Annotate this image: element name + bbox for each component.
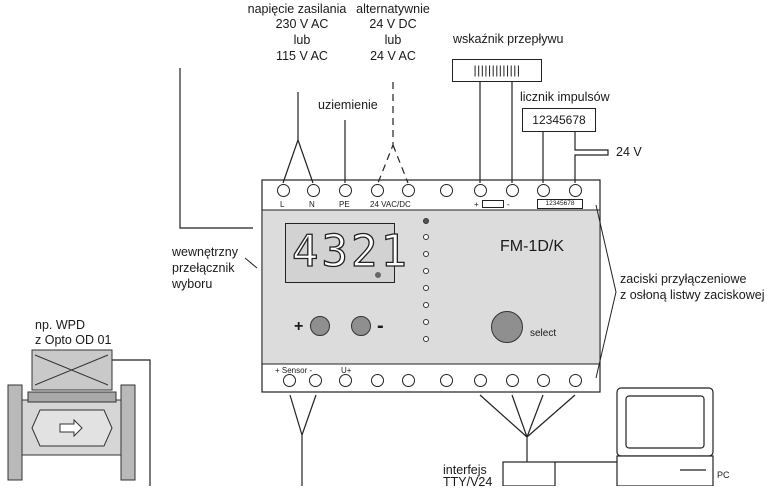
supply-label-2: 230 V AC <box>275 17 329 31</box>
sensor-terminal-label: + Sensor - <box>275 366 313 375</box>
terminal-sensor-minus <box>309 374 322 387</box>
alt-supply-wire <box>377 82 409 184</box>
alt-supply-label-4: 24 V AC <box>370 49 416 63</box>
indicator-plus-label: + <box>474 200 479 209</box>
minus-sign: - <box>377 315 384 337</box>
plus-button[interactable] <box>310 316 330 336</box>
select-button[interactable] <box>491 311 523 343</box>
terminal-sensor-plus <box>283 374 296 387</box>
select-label: select <box>530 328 557 339</box>
status-led-1 <box>423 218 429 224</box>
terminal-L-label: L <box>280 200 285 209</box>
terminal-PE <box>339 184 352 197</box>
model-label: FM-1D/K <box>500 238 564 255</box>
supply-label-1: napięcie zasilania <box>247 2 347 16</box>
supply-label-3: lub <box>293 33 311 47</box>
terminal-PE-label: PE <box>339 200 350 209</box>
terminal-N <box>307 184 320 197</box>
clamps-bracket <box>595 204 617 379</box>
terminal-acdc-label: 24 VAC/DC <box>370 200 411 209</box>
interface-label-1: interfejs <box>443 463 487 477</box>
status-led-7 <box>423 319 429 325</box>
clamps-label-2: z osłoną listwy zaciskowej <box>620 288 765 302</box>
clamps-label-1: zaciski przyłączeniowe <box>620 272 747 286</box>
terminal-indicator-minus <box>506 184 519 197</box>
flow-indicator-label: wskaźnik przepływu <box>453 32 564 46</box>
display-dot <box>375 272 381 278</box>
display-value: 4321 <box>291 225 410 277</box>
terminal-bottom-9 <box>537 374 550 387</box>
status-led-6 <box>423 302 429 308</box>
indicator-symbol-icon <box>482 200 504 208</box>
terminal-bottom-4 <box>371 374 384 387</box>
terminal-indicator-plus <box>474 184 487 197</box>
pc-case <box>616 455 714 486</box>
supply-wire <box>282 92 314 184</box>
sensor-label-1: np. WPD <box>35 318 86 332</box>
selector-label-1: wewnętrzny <box>172 245 238 259</box>
status-led-2 <box>423 234 429 240</box>
terminal-L <box>277 184 290 197</box>
alt-supply-label-2: 24 V DC <box>369 17 417 31</box>
alt-supply-label-1: alternatywnie <box>356 2 430 16</box>
terminal-u-plus <box>339 374 352 387</box>
terminal-counter-2 <box>569 184 582 197</box>
pc-label: PC <box>717 470 730 480</box>
plus-sign: + <box>294 318 304 335</box>
terminal-bottom-5 <box>402 374 415 387</box>
terminal-bottom-6 <box>440 374 453 387</box>
counter-mini-label: 12345678 <box>537 199 583 209</box>
indicator-minus-label: - <box>507 200 510 209</box>
interface-wire <box>479 394 576 462</box>
supply-label-4: 115 V AC <box>276 49 328 63</box>
u-plus-label: U+ <box>341 366 352 375</box>
minus-button[interactable] <box>351 316 371 336</box>
led-display: 4321 <box>285 223 408 283</box>
counter-voltage-label: 24 V <box>616 145 642 159</box>
terminal-N-label: N <box>309 200 315 209</box>
pulse-counter-label: licznik impulsów <box>520 90 610 104</box>
sensor-wire <box>289 394 317 486</box>
earth-label: uziemienie <box>318 98 378 112</box>
flow-meter-drawing <box>7 349 136 481</box>
selector-label-2: przełącznik <box>172 261 235 275</box>
pulse-counter-display: 12345678 <box>522 108 596 132</box>
terminal-24v-2 <box>402 184 415 197</box>
interface-label-2: TTY/V24 <box>443 475 493 489</box>
sensor-label-2: z Opto OD 01 <box>35 333 112 347</box>
terminal-bottom-7 <box>474 374 487 387</box>
counter-24v-wire <box>574 132 609 183</box>
status-led-3 <box>423 251 429 257</box>
alt-supply-label-3: lub <box>384 33 402 47</box>
terminal-counter-1 <box>537 184 550 197</box>
terminal-24v-1 <box>371 184 384 197</box>
flow-indicator-wire <box>479 82 513 183</box>
terminal-spare <box>440 184 453 197</box>
selector-pointer <box>244 257 258 269</box>
status-led-5 <box>423 285 429 291</box>
interface-box <box>502 461 556 486</box>
selector-wire <box>179 68 253 229</box>
terminal-bottom-10 <box>569 374 582 387</box>
status-led-4 <box>423 268 429 274</box>
selector-label-3: wyboru <box>172 277 213 291</box>
status-led-8 <box>423 336 429 342</box>
terminal-bottom-8 <box>506 374 519 387</box>
flow-indicator-scale: ||||||||||||| <box>452 59 542 82</box>
